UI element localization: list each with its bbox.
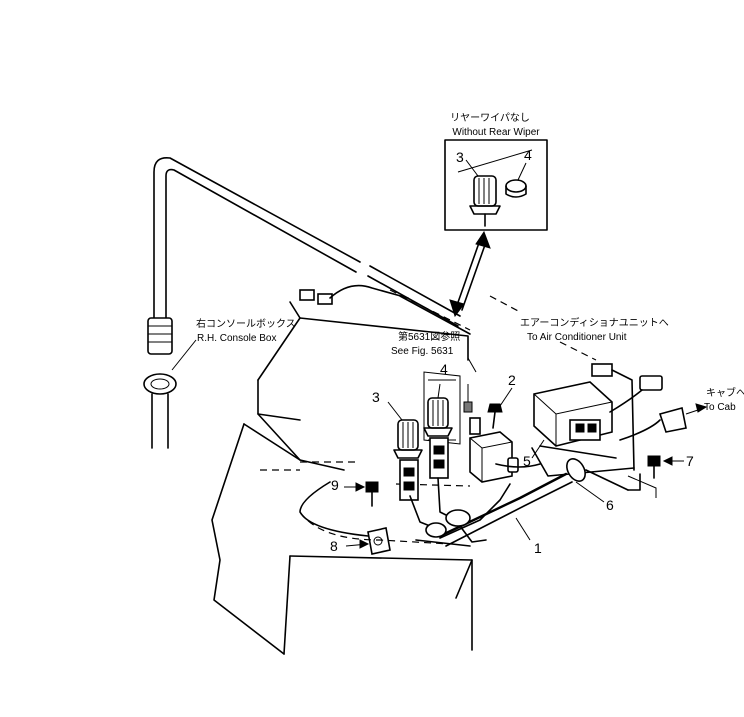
- controller-unit-5: [531, 381, 635, 477]
- callout-8: 8: [330, 538, 338, 554]
- inset-without-rear-wiper: リヤーワイパなし Without Rear Wiper 3 4: [444, 112, 548, 231]
- wiring-bundle: [299, 477, 511, 547]
- rh-console-box-callout: 右コンソールボックス R.H. Console Box: [171, 317, 296, 371]
- callout-1: 1: [534, 540, 542, 556]
- rh-console-box-jp: 右コンソールボックス: [196, 317, 296, 330]
- console-box: [211, 301, 473, 655]
- harness-connector-top: [299, 284, 409, 305]
- callout-6: 6: [606, 497, 614, 513]
- air-conditioner-jp: エアーコンディショナユニットへ: [520, 316, 669, 329]
- relay-module: [469, 417, 519, 483]
- clamp-8: [345, 527, 391, 555]
- callout-9: 9: [331, 477, 339, 493]
- inset-frame: [444, 139, 548, 231]
- inset-callout-4: 4: [524, 147, 532, 163]
- rotary-switch-3: [393, 419, 423, 501]
- switch-leader-lines: [387, 383, 441, 421]
- main-harness-1: [438, 458, 586, 547]
- rotary-switch-4: [423, 397, 453, 479]
- inset-title-jp: リヤーワイパなし: [450, 112, 530, 124]
- to-cab-en: To Cab: [704, 402, 736, 413]
- callout-7: 7: [686, 453, 694, 469]
- inset-pointer-arrow: [449, 230, 491, 318]
- bolt-7: [647, 455, 684, 479]
- inset-cap: [505, 179, 527, 198]
- callout-5: 5: [523, 453, 531, 469]
- part-callouts: 1 2 3 4 5 6 7 8 9: [330, 361, 694, 556]
- harness-right: [585, 363, 687, 491]
- callout-2: 2: [508, 372, 516, 388]
- rh-console-box-en: R.H. Console Box: [197, 333, 276, 344]
- inset-callout-3: 3: [456, 149, 464, 165]
- callout-3: 3: [372, 389, 380, 405]
- bolt-9: [344, 481, 379, 507]
- to-cab-jp: キャブへ: [706, 386, 744, 399]
- bolt-2: [487, 387, 513, 429]
- harness-mid: [399, 295, 473, 413]
- see-fig-en: See Fig. 5631: [391, 346, 454, 357]
- air-conditioner-en: To Air Conditioner Unit: [527, 332, 627, 343]
- to-cab-callout: キャブへ To Cab: [685, 386, 744, 415]
- pipe-grommet: [143, 317, 177, 449]
- air-conditioner-callout: エアーコンディショナユニットへ To Air Conditioner Unit: [389, 289, 669, 361]
- see-fig-callout: 第5631図参照 See Fig. 5631: [391, 330, 477, 373]
- inset-title-en: Without Rear Wiper: [452, 127, 540, 138]
- see-fig-jp: 第5631図参照: [398, 330, 460, 343]
- leader-lines-right: [575, 475, 657, 503]
- callout-4: 4: [440, 361, 448, 377]
- inset-knob: [469, 175, 501, 227]
